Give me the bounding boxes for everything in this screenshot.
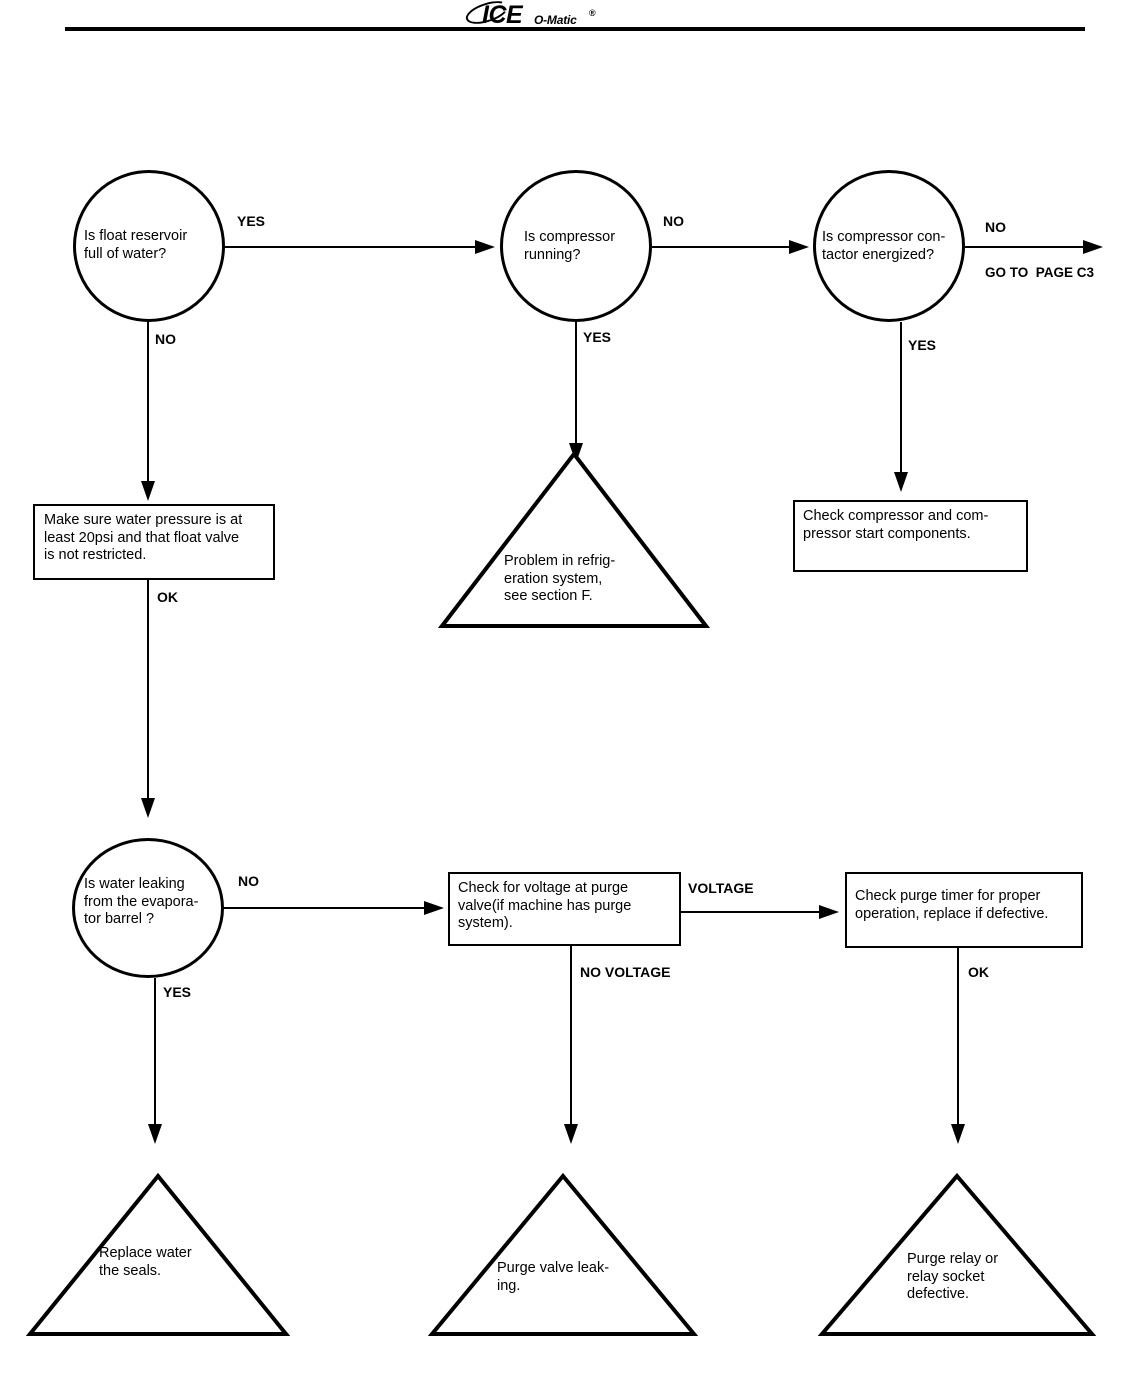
edge-label-no-1: NO [155, 331, 176, 347]
edge-label-yes-3: YES [908, 337, 937, 353]
edge-line-timer-ok [957, 948, 959, 1128]
action-check-purge-voltage-label: Check for voltage at purge valve(if mach… [458, 880, 632, 931]
edge-label-goto-page-c3: GO TO PAGE C3 [985, 265, 1095, 280]
edge-label-voltage: VOLTAGE [688, 880, 754, 896]
edge-label-no-3: NO [985, 219, 1006, 235]
edge-line-leaking-yes [154, 978, 156, 1128]
decision-float-reservoir [73, 170, 225, 322]
header-divider [65, 27, 1085, 31]
action-water-pressure [33, 504, 275, 580]
edge-label-yes-2: YES [583, 329, 612, 345]
action-check-compressor-label: Check compressor and com- pressor start … [803, 508, 989, 542]
decision-contactor-energized-label: Is compressor con- tactor energized? [822, 229, 946, 263]
edge-arrow-no-voltage [564, 1124, 578, 1144]
action-check-purge-timer [845, 872, 1083, 948]
edge-arrow-timer-ok [951, 1124, 965, 1144]
edge-line-no-voltage [570, 946, 572, 1128]
decision-water-leaking [72, 838, 224, 978]
action-check-compressor [793, 500, 1028, 572]
terminal-purge-valve-leaking [428, 1172, 698, 1338]
decision-float-reservoir-label: Is float reservoir full of water? [84, 228, 188, 262]
action-water-pressure-label: Make sure water pressure is at least 20p… [44, 512, 243, 563]
logo-registered-icon: ® [589, 8, 596, 18]
edge-arrow-leaking-yes [148, 1124, 162, 1144]
terminal-purge-relay-defective [818, 1172, 1096, 1338]
edge-label-yes-1: YES [237, 213, 266, 229]
edge-arrow-contactor-yes [894, 472, 908, 492]
decision-contactor-energized [813, 170, 965, 322]
terminal-replace-seals-label: Replace water the seals. [99, 1245, 192, 1279]
decision-compressor-running [500, 170, 652, 322]
terminal-refrigeration-problem-label: Problem in refrig- eration system, see s… [504, 553, 616, 604]
decision-compressor-running-label: Is compressor running? [524, 229, 616, 263]
edge-label-ok-2: OK [968, 964, 989, 980]
terminal-purge-valve-leaking-label: Purge valve leak- ing. [497, 1260, 610, 1294]
edge-arrow-pressure-ok [141, 798, 155, 818]
brand-logo: ICE O-Matic ® [455, 0, 675, 32]
edge-arrow-float-to-compressor [475, 240, 495, 254]
edge-label-no-voltage: NO VOLTAGE [580, 964, 671, 980]
edge-label-no-2: NO [663, 213, 684, 229]
logo-omatic-text: O-Matic [534, 13, 577, 27]
edge-line-compressor-yes [575, 322, 577, 447]
edge-line-float-to-compressor [224, 246, 477, 248]
decision-water-leaking-label: Is water leaking from the evapora- tor b… [84, 876, 199, 927]
edge-line-contactor-to-page-c3 [964, 246, 1086, 248]
edge-line-contactor-yes [900, 322, 902, 476]
edge-line-leaking-no [223, 907, 425, 909]
edge-label-ok-1: OK [157, 589, 178, 605]
edge-line-pressure-ok [147, 580, 149, 802]
edge-arrow-contactor-to-page-c3 [1083, 240, 1103, 254]
edge-line-float-no [147, 322, 149, 485]
action-check-purge-timer-label: Check purge timer for proper operation, … [855, 888, 1049, 922]
terminal-replace-seals [26, 1172, 290, 1338]
action-check-purge-voltage [448, 872, 681, 946]
terminal-refrigeration-problem [438, 450, 710, 630]
edge-label-no-4: NO [238, 873, 259, 889]
edge-label-yes-4: YES [163, 984, 192, 1000]
logo-ice-text: ICE [482, 1, 523, 29]
terminal-purge-relay-defective-label: Purge relay or relay socket defective. [907, 1251, 999, 1302]
edge-arrow-leaking-no [424, 901, 444, 915]
edge-line-compressor-to-contactor [651, 246, 792, 248]
edge-arrow-voltage [819, 905, 839, 919]
edge-arrow-compressor-to-contactor [789, 240, 809, 254]
edge-line-voltage [681, 911, 821, 913]
edge-arrow-float-no [141, 481, 155, 501]
